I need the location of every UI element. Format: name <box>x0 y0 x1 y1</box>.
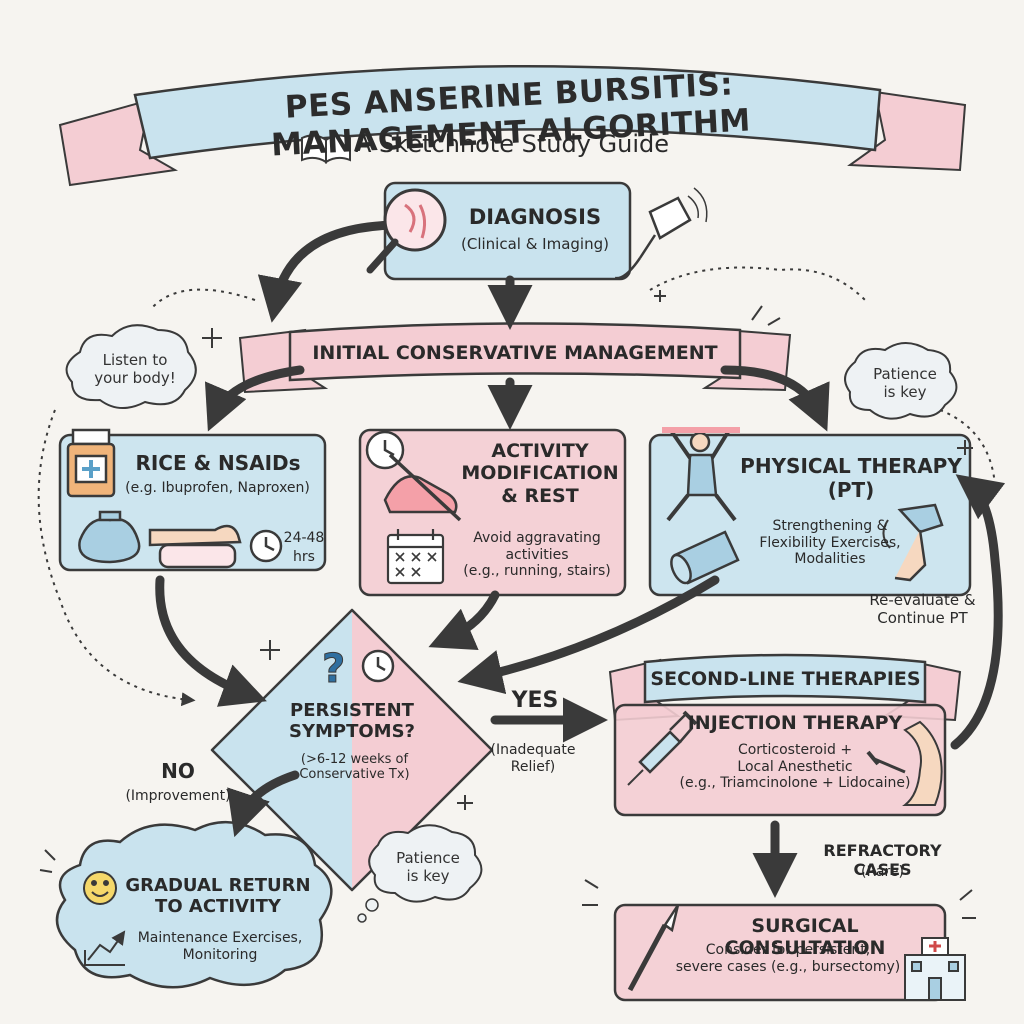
title-ribbon <box>58 64 967 187</box>
clock-icon <box>249 529 283 563</box>
sparkle-doodles <box>39 290 976 919</box>
decision-detail-line: (>6-12 weeks of <box>300 752 409 767</box>
question-mark-icon: ? <box>322 646 346 693</box>
patience-bottom-line: Patience <box>396 849 460 867</box>
pt-detail-line: Modalities <box>794 551 866 568</box>
yes-detail-line: Relief) <box>510 758 556 775</box>
scalpel-icon <box>627 904 680 992</box>
decision-title-line: SYMPTOMS? <box>289 721 415 743</box>
activity-title-line: ACTIVITY <box>491 440 589 462</box>
hospital-icon <box>904 937 966 1001</box>
patience-top-line: is key <box>883 382 927 401</box>
crossed-shoe-icon <box>383 453 462 522</box>
diagnosis-detail: (Clinical & Imaging) <box>461 235 609 253</box>
calendar-icon <box>386 529 445 585</box>
listen-cloud-text: Listen to your body! <box>80 351 190 387</box>
reevaluate-label: Re-evaluate & Continue PT <box>860 591 985 627</box>
refractory-label: REFRACTORY CASES <box>823 841 942 879</box>
clock-icon <box>361 649 395 683</box>
injection-detail-line: (e.g., Triamcinolone + Lidocaine) <box>679 775 911 792</box>
injection-detail-line: Corticosteroid + <box>737 742 853 758</box>
injection-box <box>613 703 947 817</box>
decision-title: PERSISTENT SYMPTOMS? <box>272 700 432 742</box>
magnifier-knee-icon <box>366 188 447 274</box>
decision-detail: (>6-12 weeks of Conservative Tx) <box>282 752 427 783</box>
foam-roller-icon <box>670 530 740 585</box>
patience-top-line: Patience <box>873 365 937 383</box>
pt-title-line: PHYSICAL THERAPY <box>740 454 962 478</box>
patience-bottom-text: Patience is key <box>378 849 478 885</box>
second-line-title: SECOND-LINE THERAPIES <box>650 668 921 690</box>
reevaluate-line: Continue PT <box>877 608 968 627</box>
svg-text:?: ? <box>322 646 345 692</box>
patience-bottom-cloud <box>368 824 483 903</box>
pt-title: PHYSICAL THERAPY (PT) <box>740 454 962 502</box>
injection-detail-line: Local Anesthetic <box>737 758 853 775</box>
activity-detail: Avoid aggravating activities (e.g., runn… <box>448 530 626 580</box>
diagnosis-title: DIAGNOSIS <box>468 205 602 229</box>
activity-title-line: & REST <box>501 484 579 507</box>
return-title-line: TO ACTIVITY <box>155 896 281 918</box>
listen-cloud-line: Listen to <box>102 351 168 369</box>
flow-arrows <box>155 220 1006 898</box>
initial-management-title: INITIAL CONSERVATIVE MANAGEMENT <box>312 342 718 364</box>
decision-detail-line: Conservative Tx) <box>299 767 410 783</box>
pt-title-line: (PT) <box>827 477 875 502</box>
yes-label: YES <box>511 688 559 713</box>
return-title: GRADUAL RETURN TO ACTIVITY <box>118 875 318 917</box>
pt-detail-line: Strengthening & <box>772 518 888 534</box>
surgical-detail-line: severe cases (e.g., bursectomy) <box>675 958 901 975</box>
injection-title: INJECTION THERAPY <box>687 712 903 734</box>
patience-bottom-line: is key <box>406 866 450 885</box>
return-detail-line: Monitoring <box>182 946 258 963</box>
return-cloud <box>55 820 333 989</box>
knee-stretch-icon <box>882 503 944 582</box>
return-title-line: GRADUAL RETURN <box>125 875 311 896</box>
activity-title-line: MODIFICATION <box>461 462 619 485</box>
elevated-leg-icon <box>148 524 242 569</box>
book-icon <box>301 134 351 164</box>
rice-title: RICE & NSAIDs <box>135 451 301 475</box>
injection-detail: Corticosteroid + Local Anesthetic (e.g.,… <box>655 742 935 792</box>
no-detail: (Improvement) <box>125 788 231 804</box>
yes-detail: (Inadequate Relief) <box>478 742 588 775</box>
page-subtitle: A Sketchnote Study Guide <box>355 130 670 158</box>
syringe-icon <box>627 710 698 786</box>
surgical-detail: Consider for persistent, severe cases (e… <box>668 942 908 975</box>
trend-chart-icon <box>84 930 126 966</box>
knee-injection-icon <box>866 720 943 806</box>
return-detail-line: Maintenance Exercises, <box>137 930 303 946</box>
yes-detail-line: (Inadequate <box>490 742 576 758</box>
activity-detail-line: Avoid aggravating <box>473 530 601 546</box>
rice-duration-unit: hrs <box>293 549 315 565</box>
activity-title: ACTIVITY MODIFICATION & REST <box>455 440 625 507</box>
pt-detail-line: Flexibility Exercises, <box>759 534 901 551</box>
return-detail: Maintenance Exercises, Monitoring <box>120 930 320 963</box>
pt-detail: Strengthening & Flexibility Exercises, M… <box>740 518 920 568</box>
no-label: NO <box>161 759 195 783</box>
reevaluate-line: Re-evaluate & <box>869 591 976 609</box>
ultrasound-probe-icon <box>614 187 708 280</box>
activity-detail-line: activities <box>505 546 569 563</box>
smiley-icon <box>83 871 117 905</box>
surgical-title: SURGICAL CONSULTATION <box>724 915 886 960</box>
listen-cloud <box>65 324 197 409</box>
ice-pack-icon <box>78 510 141 564</box>
listen-cloud-line: your body! <box>94 368 176 387</box>
pill-bottle-icon <box>66 428 116 498</box>
dotted-lines <box>37 266 996 707</box>
decision-title-line: PERSISTENT <box>290 700 414 721</box>
exercise-figure-icon <box>662 427 740 522</box>
surgical-detail-line: Consider for persistent, <box>705 942 871 958</box>
patience-top-cloud <box>844 342 958 420</box>
rice-duration: 24-48 <box>283 530 325 546</box>
activity-detail-line: (e.g., running, stairs) <box>463 563 611 580</box>
refractory-detail: (Rare) <box>861 864 904 880</box>
rice-detail: (e.g. Ibuprofen, Naproxen) <box>125 480 310 496</box>
patience-top-text: Patience is key <box>855 365 955 401</box>
